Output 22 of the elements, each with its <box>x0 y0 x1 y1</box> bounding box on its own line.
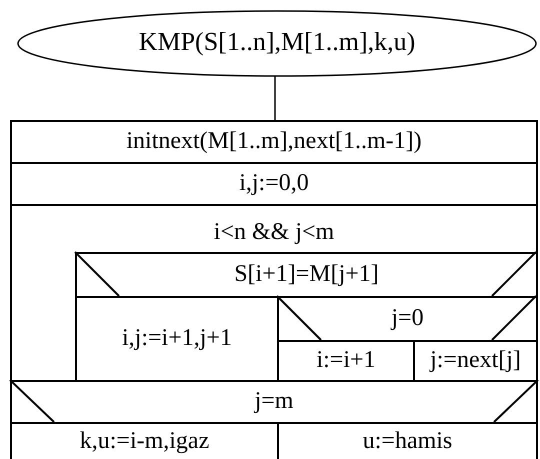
condition-block <box>10 380 538 459</box>
statement-text: j:=next[j] <box>430 348 521 372</box>
condition-text: j=m <box>254 389 294 413</box>
start-ellipse <box>17 10 537 77</box>
statement-text: i,j:=0,0 <box>239 171 309 195</box>
loop-block <box>10 204 538 380</box>
statement-text: k,u:=i-m,igaz <box>80 428 210 452</box>
condition-text: j=0 <box>391 306 424 330</box>
connector-line <box>274 76 276 120</box>
statement-block <box>10 162 538 204</box>
condition-text: S[i+1]=M[j+1] <box>234 262 379 286</box>
condition-block <box>75 252 536 380</box>
statement-text: i,j:=i+1,j+1 <box>122 326 232 350</box>
statement-block <box>10 120 538 162</box>
statement-block <box>413 340 536 380</box>
condition-block <box>277 296 536 380</box>
statement-text: u:=hamis <box>362 428 452 452</box>
condition-text: i<n && j<m <box>214 220 334 244</box>
statement-text: initnext(M[1..m],next[1..m-1]) <box>126 129 422 153</box>
procedure-signature: KMP(S[1..n],M[1..m],k,u) <box>138 28 416 54</box>
statement-block <box>277 422 536 459</box>
statement-text: i:=i+1 <box>316 348 376 372</box>
